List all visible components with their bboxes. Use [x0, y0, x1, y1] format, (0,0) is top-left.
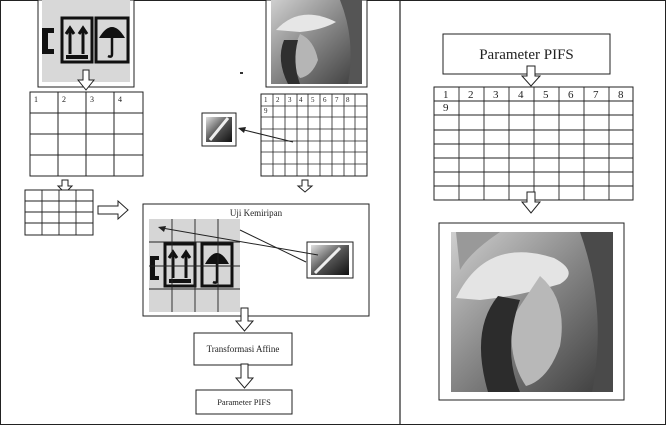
grid-b-label: 1	[264, 96, 268, 104]
hollow-arrow-down-icon	[520, 191, 542, 214]
domain-patch-compare	[306, 241, 354, 279]
grid-b-label: 4	[299, 96, 303, 104]
this-way-up-icon	[60, 16, 94, 64]
transformasi-affine-label: Transformasi Affine	[207, 344, 280, 354]
grid-b-label: 6	[323, 96, 327, 104]
parameter-pifs-box-right: Parameter PIFS	[442, 33, 611, 75]
keep-dry-umbrella-icon	[200, 242, 234, 288]
right-grid-label: 4	[518, 89, 524, 101]
right-grid-label: 2	[468, 89, 474, 101]
lena-image-source	[265, 0, 368, 88]
right-grid-label: 3	[493, 89, 499, 101]
parameter-pifs-box-left: Parameter PIFS	[195, 389, 293, 415]
grid-b-label: 7	[335, 96, 339, 104]
keep-dry-umbrella-icon	[94, 16, 130, 64]
subsampled-block-grid	[24, 189, 94, 236]
hollow-arrow-right-icon	[97, 199, 129, 221]
this-way-up-icon	[163, 242, 197, 288]
hollow-arrow-down-icon	[296, 179, 314, 193]
parameter-pifs-label-right: Parameter PIFS	[479, 47, 574, 63]
transformasi-affine-box: Transformasi Affine	[193, 332, 293, 366]
hollow-arrow-down-icon	[520, 65, 542, 87]
grid-b-label: 5	[311, 96, 315, 104]
parameter-pifs-label-left: Parameter PIFS	[217, 397, 271, 407]
grid-a-label: 1	[34, 95, 38, 104]
uji-kemiripan-box: Uji Kemiripan	[142, 203, 370, 317]
selection-arrow	[238, 127, 294, 143]
uji-kemiripan-title: Uji Kemiripan	[230, 208, 283, 218]
right-grid-label: 5	[543, 89, 549, 101]
decoded-block-grid: 1 2 3 4 5 6 7 8 9	[433, 86, 634, 201]
grid-b-label: 8	[346, 96, 350, 104]
grid-a-label: 2	[62, 95, 66, 104]
right-grid-label: 7	[593, 89, 599, 101]
hollow-arrow-down-icon	[76, 69, 96, 91]
right-grid-label: 8	[618, 89, 624, 101]
hollow-arrow-down-icon	[234, 363, 255, 389]
stray-mark	[240, 72, 243, 74]
grid-b-label: 2	[276, 96, 280, 104]
right-grid-label: 6	[568, 89, 574, 101]
lena-image-reconstructed	[438, 222, 625, 401]
bracket-icon	[42, 28, 54, 54]
bracket-icon	[150, 256, 159, 280]
grid-b-label: 9	[264, 107, 268, 115]
range-block-grid: 1 2 3 4	[29, 91, 144, 177]
domain-block-grid: 1 2 3 4 5 6 7 8 9	[260, 93, 368, 177]
right-grid-label: 9	[443, 102, 449, 114]
comparison-arrows	[158, 226, 319, 263]
grid-b-label: 3	[288, 96, 292, 104]
domain-patch-thumbnail	[201, 112, 237, 147]
right-grid-label: 1	[443, 89, 449, 101]
hollow-arrow-down-icon	[234, 307, 255, 332]
grid-a-label: 4	[118, 95, 122, 104]
grid-a-label: 3	[90, 95, 94, 104]
range-image-inner	[149, 219, 240, 312]
